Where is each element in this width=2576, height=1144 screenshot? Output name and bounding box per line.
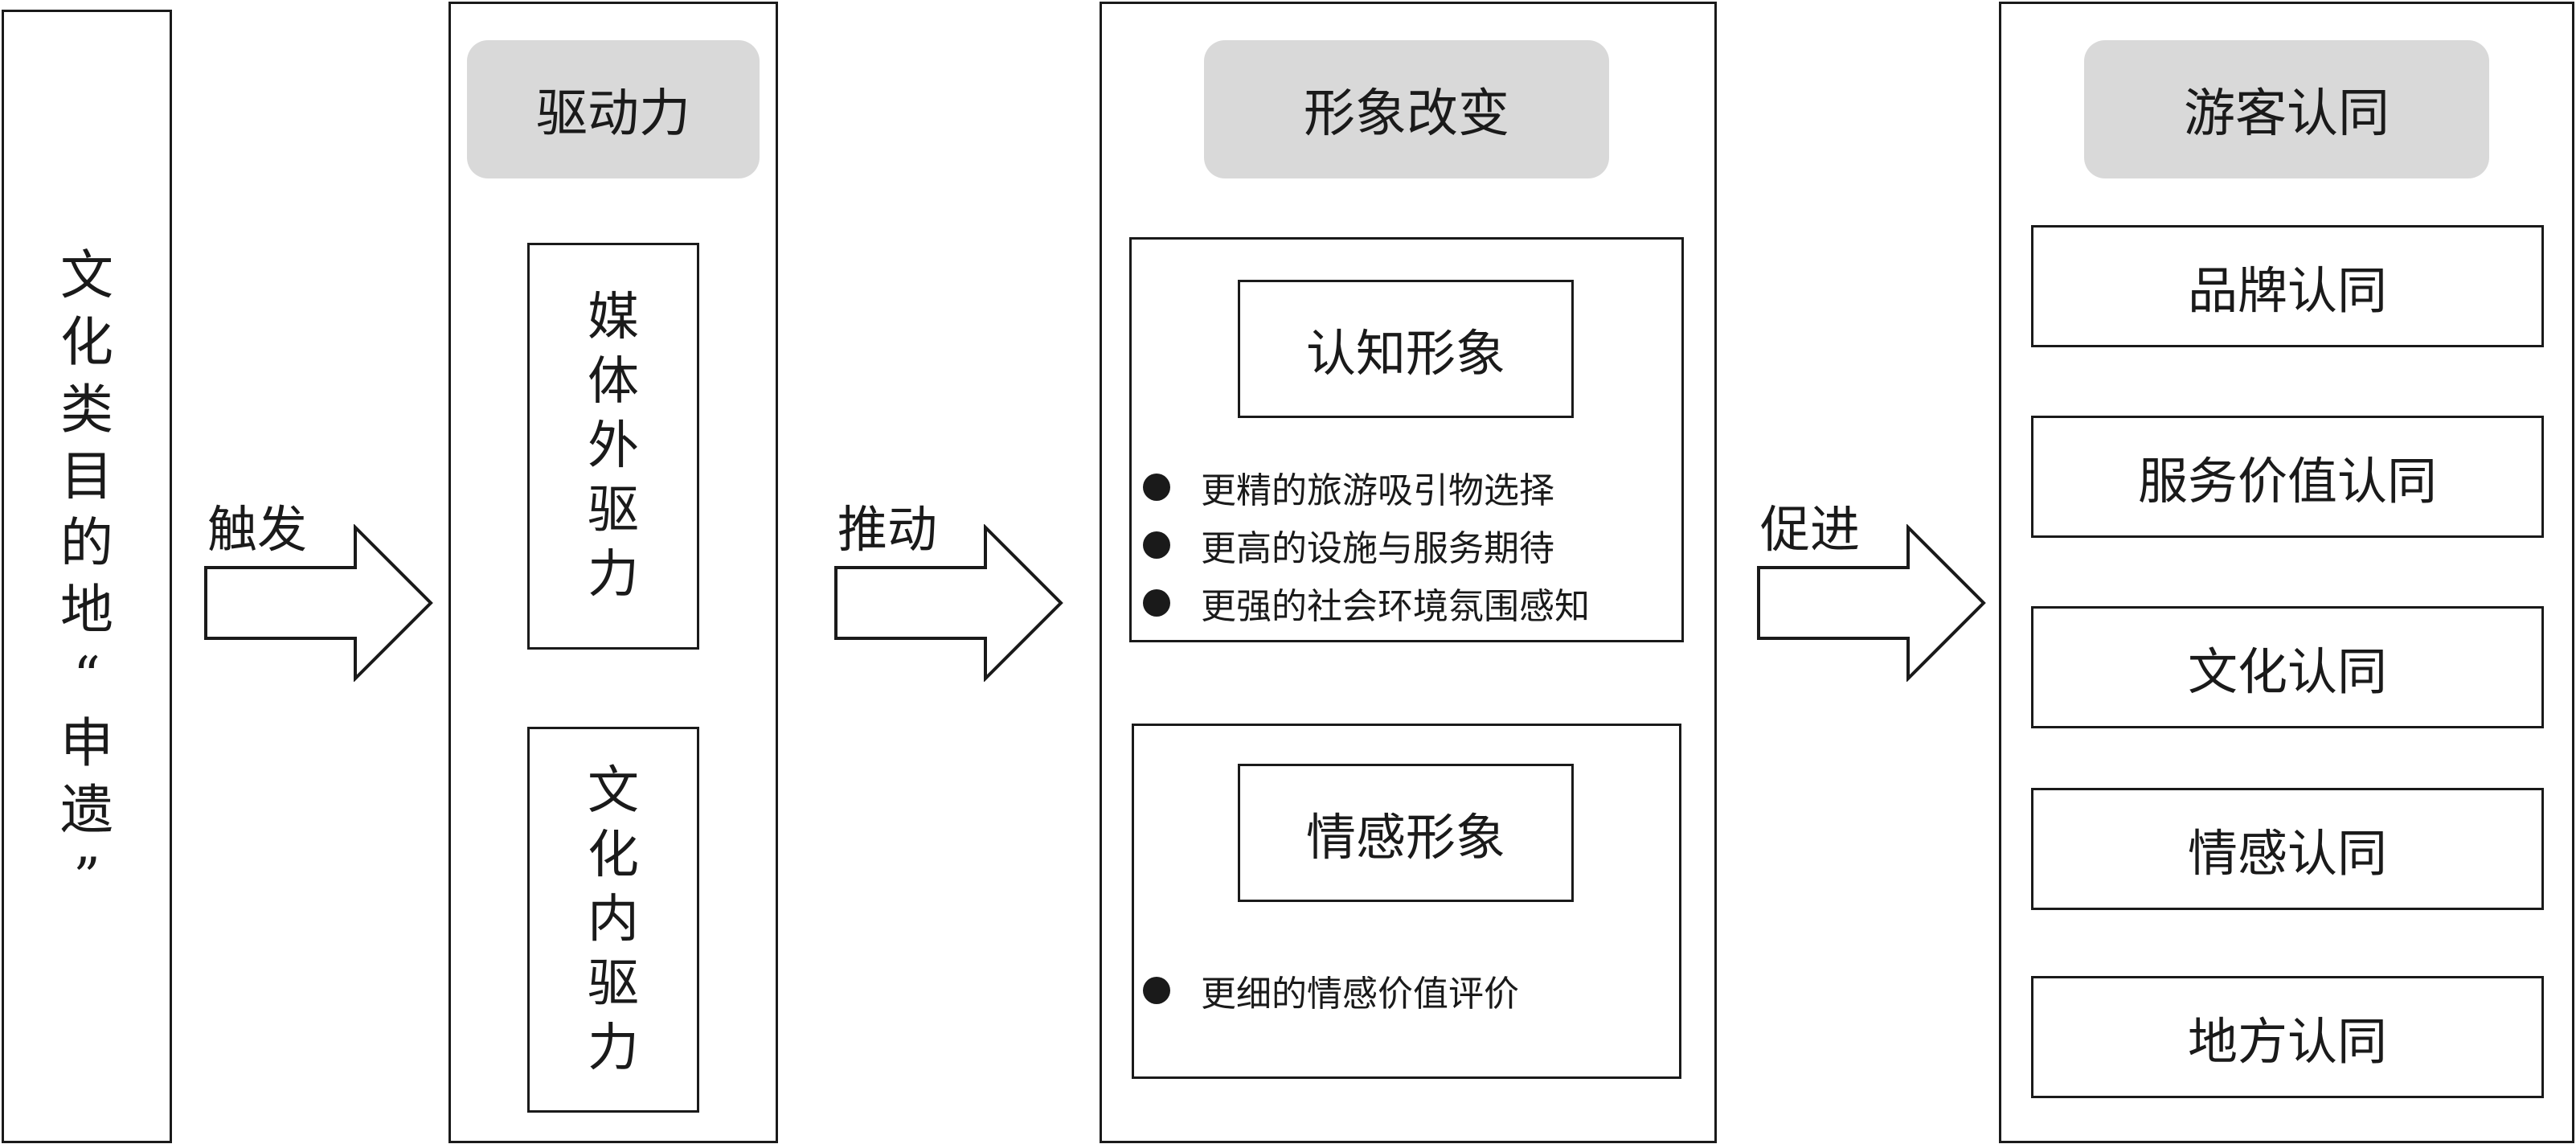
list-item: 更精的旅游吸引物选择 (1143, 458, 1590, 516)
internal-force-label: 文化内驱力 (588, 759, 639, 1080)
bullet-icon (1143, 977, 1170, 1004)
external-force-label: 媒体外驱力 (588, 285, 639, 607)
bullet-icon (1143, 589, 1170, 617)
vertical-char: 文 (60, 244, 113, 307)
vertical-char: 化 (588, 826, 639, 885)
vertical-char: 申 (60, 712, 113, 775)
vertical-char: 媒 (588, 288, 639, 347)
vertical-char: 内 (588, 890, 639, 949)
vertical-char: 力 (588, 545, 639, 605)
internal-force-box: 文化内驱力 (527, 727, 699, 1113)
tourist-identity-title: 游客认同 (2084, 40, 2489, 178)
vertical-char: 驱 (588, 481, 639, 540)
bullet-icon (1143, 531, 1170, 559)
list-item: 更细的情感价值评价 (1143, 962, 1519, 1019)
emotional-image-title: 情感形象 (1238, 764, 1574, 902)
identity-item-service-value: 服务价值认同 (2031, 416, 2544, 538)
vertical-char: “ (73, 646, 100, 708)
external-force-box: 媒体外驱力 (527, 243, 699, 650)
arrow-label-drive: 推动 (838, 500, 938, 559)
vertical-char: 力 (588, 1019, 639, 1078)
vertical-char: 地 (60, 579, 113, 641)
emotional-bullet-list: 更细的情感价值评价 (1143, 962, 1519, 1019)
driving-force-title: 驱动力 (467, 40, 760, 178)
cognitive-image-title: 认知形象 (1238, 280, 1574, 418)
source-box: 文化类目的地“申遗” (2, 10, 172, 1143)
vertical-char: 类 (60, 378, 113, 441)
vertical-char: ” (73, 846, 100, 908)
identity-item-emotion: 情感认同 (2031, 788, 2544, 910)
vertical-char: 化 (60, 311, 113, 374)
identity-item-place: 地方认同 (2031, 976, 2544, 1098)
identity-item-culture: 文化认同 (2031, 606, 2544, 728)
list-item: 更强的社会环境氛围感知 (1143, 574, 1590, 632)
vertical-char: 体 (588, 352, 639, 412)
image-change-title: 形象改变 (1204, 40, 1609, 178)
arrow-label-promote: 促进 (1760, 500, 1861, 559)
bullet-icon (1143, 474, 1170, 501)
vertical-char: 文 (588, 761, 639, 821)
vertical-char: 外 (588, 416, 639, 476)
right-arrow-icon (204, 524, 433, 682)
identity-item-brand: 品牌认同 (2031, 225, 2544, 347)
source-label: 文化类目的地“申遗” (60, 242, 113, 911)
vertical-char: 驱 (588, 954, 639, 1014)
cognitive-bullet-list: 更精的旅游吸引物选择 更高的设施与服务期待 更强的社会环境氛围感知 (1143, 458, 1590, 632)
right-arrow-icon (1757, 524, 1986, 682)
vertical-char: 目 (60, 445, 113, 507)
vertical-char: 的 (60, 511, 113, 574)
tourist-identity-panel (1999, 2, 2574, 1143)
vertical-char: 遗 (60, 779, 113, 842)
arrow-label-trigger: 触发 (207, 500, 308, 559)
right-arrow-icon (834, 524, 1063, 682)
list-item: 更高的设施与服务期待 (1143, 516, 1590, 574)
